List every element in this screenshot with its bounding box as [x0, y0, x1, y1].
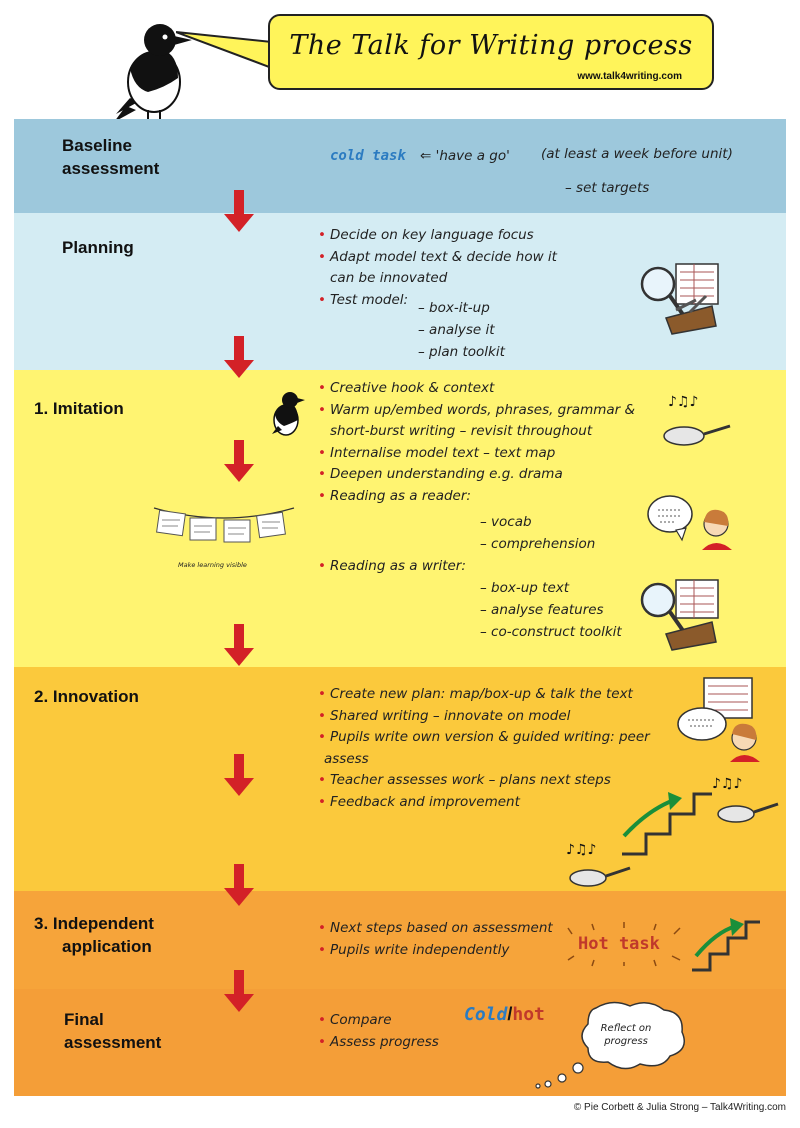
flow-arrow-down-icon	[224, 440, 254, 482]
list-item: short-burst writing – revisit throughout	[330, 423, 593, 439]
list-item: Feedback and improvement	[318, 792, 678, 814]
page-title: The Talk for Writing process	[289, 30, 693, 61]
list-item: Shared writing – innovate on model	[318, 706, 678, 728]
cold-hot-label: Cold/hot	[464, 1004, 545, 1025]
writer-subitem: – co-construct toolkit	[480, 624, 622, 640]
band-baseline	[14, 119, 786, 213]
reflect-line: Reflect on	[600, 1023, 652, 1034]
list-item: Create new plan: map/box-up & talk the t…	[318, 684, 678, 706]
list-item: can be innovated	[330, 270, 448, 286]
set-targets-text: – set targets	[565, 180, 650, 196]
cold-hot-separator: /	[507, 1004, 513, 1024]
list-item: Reading as a reader:	[318, 486, 658, 508]
reflect-line: progress	[604, 1036, 648, 1047]
imitation-list: Creative hook & context Warm up/embed wo…	[318, 378, 658, 507]
timing-text: (at least a week before unit)	[541, 146, 733, 162]
stage-label-baseline: Baseline assessment	[62, 136, 160, 178]
list-item: Pupils write own version & guided writin…	[318, 727, 678, 749]
list-item: Internalise model text – text map	[318, 443, 658, 465]
list-item: assess	[324, 750, 369, 767]
hot-task-label: Hot task	[578, 934, 660, 954]
stairs-progress-icon: ♪♫♪ ♪♫♪	[566, 776, 779, 887]
flow-arrow-down-icon	[224, 754, 254, 796]
reflect-progress-text: Reflect on progress	[598, 1022, 654, 1048]
thought-bubble	[535, 1001, 685, 1089]
planning-list: Decide on key language focus Adapt model…	[318, 225, 618, 311]
speech-child-icon	[647, 495, 732, 550]
frying-pan-notes-icon: ♪♫♪	[663, 394, 731, 446]
speech-bubble-tail	[176, 31, 273, 70]
washing-line-icon	[153, 507, 295, 543]
have-a-go-text: ⇐ 'have a go'	[420, 148, 510, 164]
stage-label-line: Final	[64, 1010, 104, 1029]
stage-label-line: 3. Independent	[34, 914, 154, 933]
flow-arrow-down-icon	[224, 190, 254, 232]
independent-list: Next steps based on assessment Pupils wr…	[318, 918, 578, 961]
reader-subitem: – vocab	[480, 514, 532, 530]
plan-speech-icon	[677, 677, 760, 762]
stage-label-line: assessment	[64, 1033, 162, 1052]
list-item: Reading as a writer:	[318, 556, 466, 578]
cold-task-label: cold task	[330, 148, 406, 164]
innovation-list: Create new plan: map/box-up & talk the t…	[318, 684, 678, 813]
stage-label-line: application	[62, 937, 152, 956]
list-item: Teacher assesses work – plans next steps	[318, 770, 678, 792]
flow-arrow-down-icon	[224, 970, 254, 1012]
writer-subitem: – analyse features	[480, 602, 604, 618]
svg-text:♪♫♪: ♪♫♪	[712, 776, 742, 792]
svg-text:♪♫♪: ♪♫♪	[668, 394, 698, 410]
test-subitem: – analyse it	[418, 322, 495, 338]
flow-arrow-down-icon	[224, 864, 254, 906]
flow-arrow-down-icon	[224, 624, 254, 666]
imitation-writer-list: Reading as a writer:	[318, 556, 466, 578]
stage-label-independent: 3. Independent application	[34, 912, 154, 958]
list-item: Compare	[318, 1010, 518, 1032]
stage-label-innovation: 2. Innovation	[34, 687, 139, 706]
toolkit-magnifier-icon	[640, 263, 719, 335]
list-item: Test model:	[318, 290, 618, 312]
magpie-icon	[114, 24, 192, 123]
stage-label-planning: Planning	[62, 238, 134, 257]
stage-label-imitation: 1. Imitation	[34, 399, 124, 418]
hot-task-sparkle	[567, 922, 681, 967]
washing-line-caption: Make learning visible	[178, 561, 247, 569]
list-item: Next steps based on assessment	[318, 918, 578, 940]
hot-word: hot	[512, 1004, 545, 1025]
writer-subitem: – box-up text	[480, 580, 570, 596]
stairs-progress-icon	[692, 918, 760, 972]
list-item: Pupils write independently	[318, 940, 578, 962]
svg-text:♪♫♪: ♪♫♪	[566, 842, 596, 858]
list-item: Creative hook & context	[318, 378, 658, 400]
title-bubble: The Talk for Writing process www.talk4wr…	[268, 14, 714, 90]
toolkit-magnifier-icon	[640, 579, 719, 651]
list-item: Deepen understanding e.g. drama	[318, 464, 658, 486]
list-item: Assess progress	[318, 1032, 518, 1054]
flow-arrow-down-icon	[224, 336, 254, 378]
list-item: Decide on key language focus	[318, 225, 618, 247]
test-subitem: – box-it-up	[418, 300, 490, 316]
final-list: Compare Assess progress	[318, 1010, 518, 1053]
magpie-icon	[272, 392, 305, 436]
list-item: Warm up/embed words, phrases, grammar &	[318, 400, 658, 422]
reader-subitem: – comprehension	[480, 536, 596, 552]
list-item: Adapt model text & decide how it	[318, 247, 618, 269]
stage-label-final: Final assessment	[64, 1008, 161, 1054]
footer-credit: © Pie Corbett & Julia Strong – Talk4Writ…	[573, 1102, 786, 1113]
test-subitem: – plan toolkit	[418, 344, 505, 360]
cold-word: Cold	[464, 1004, 508, 1025]
title-url: www.talk4writing.com	[577, 71, 682, 82]
